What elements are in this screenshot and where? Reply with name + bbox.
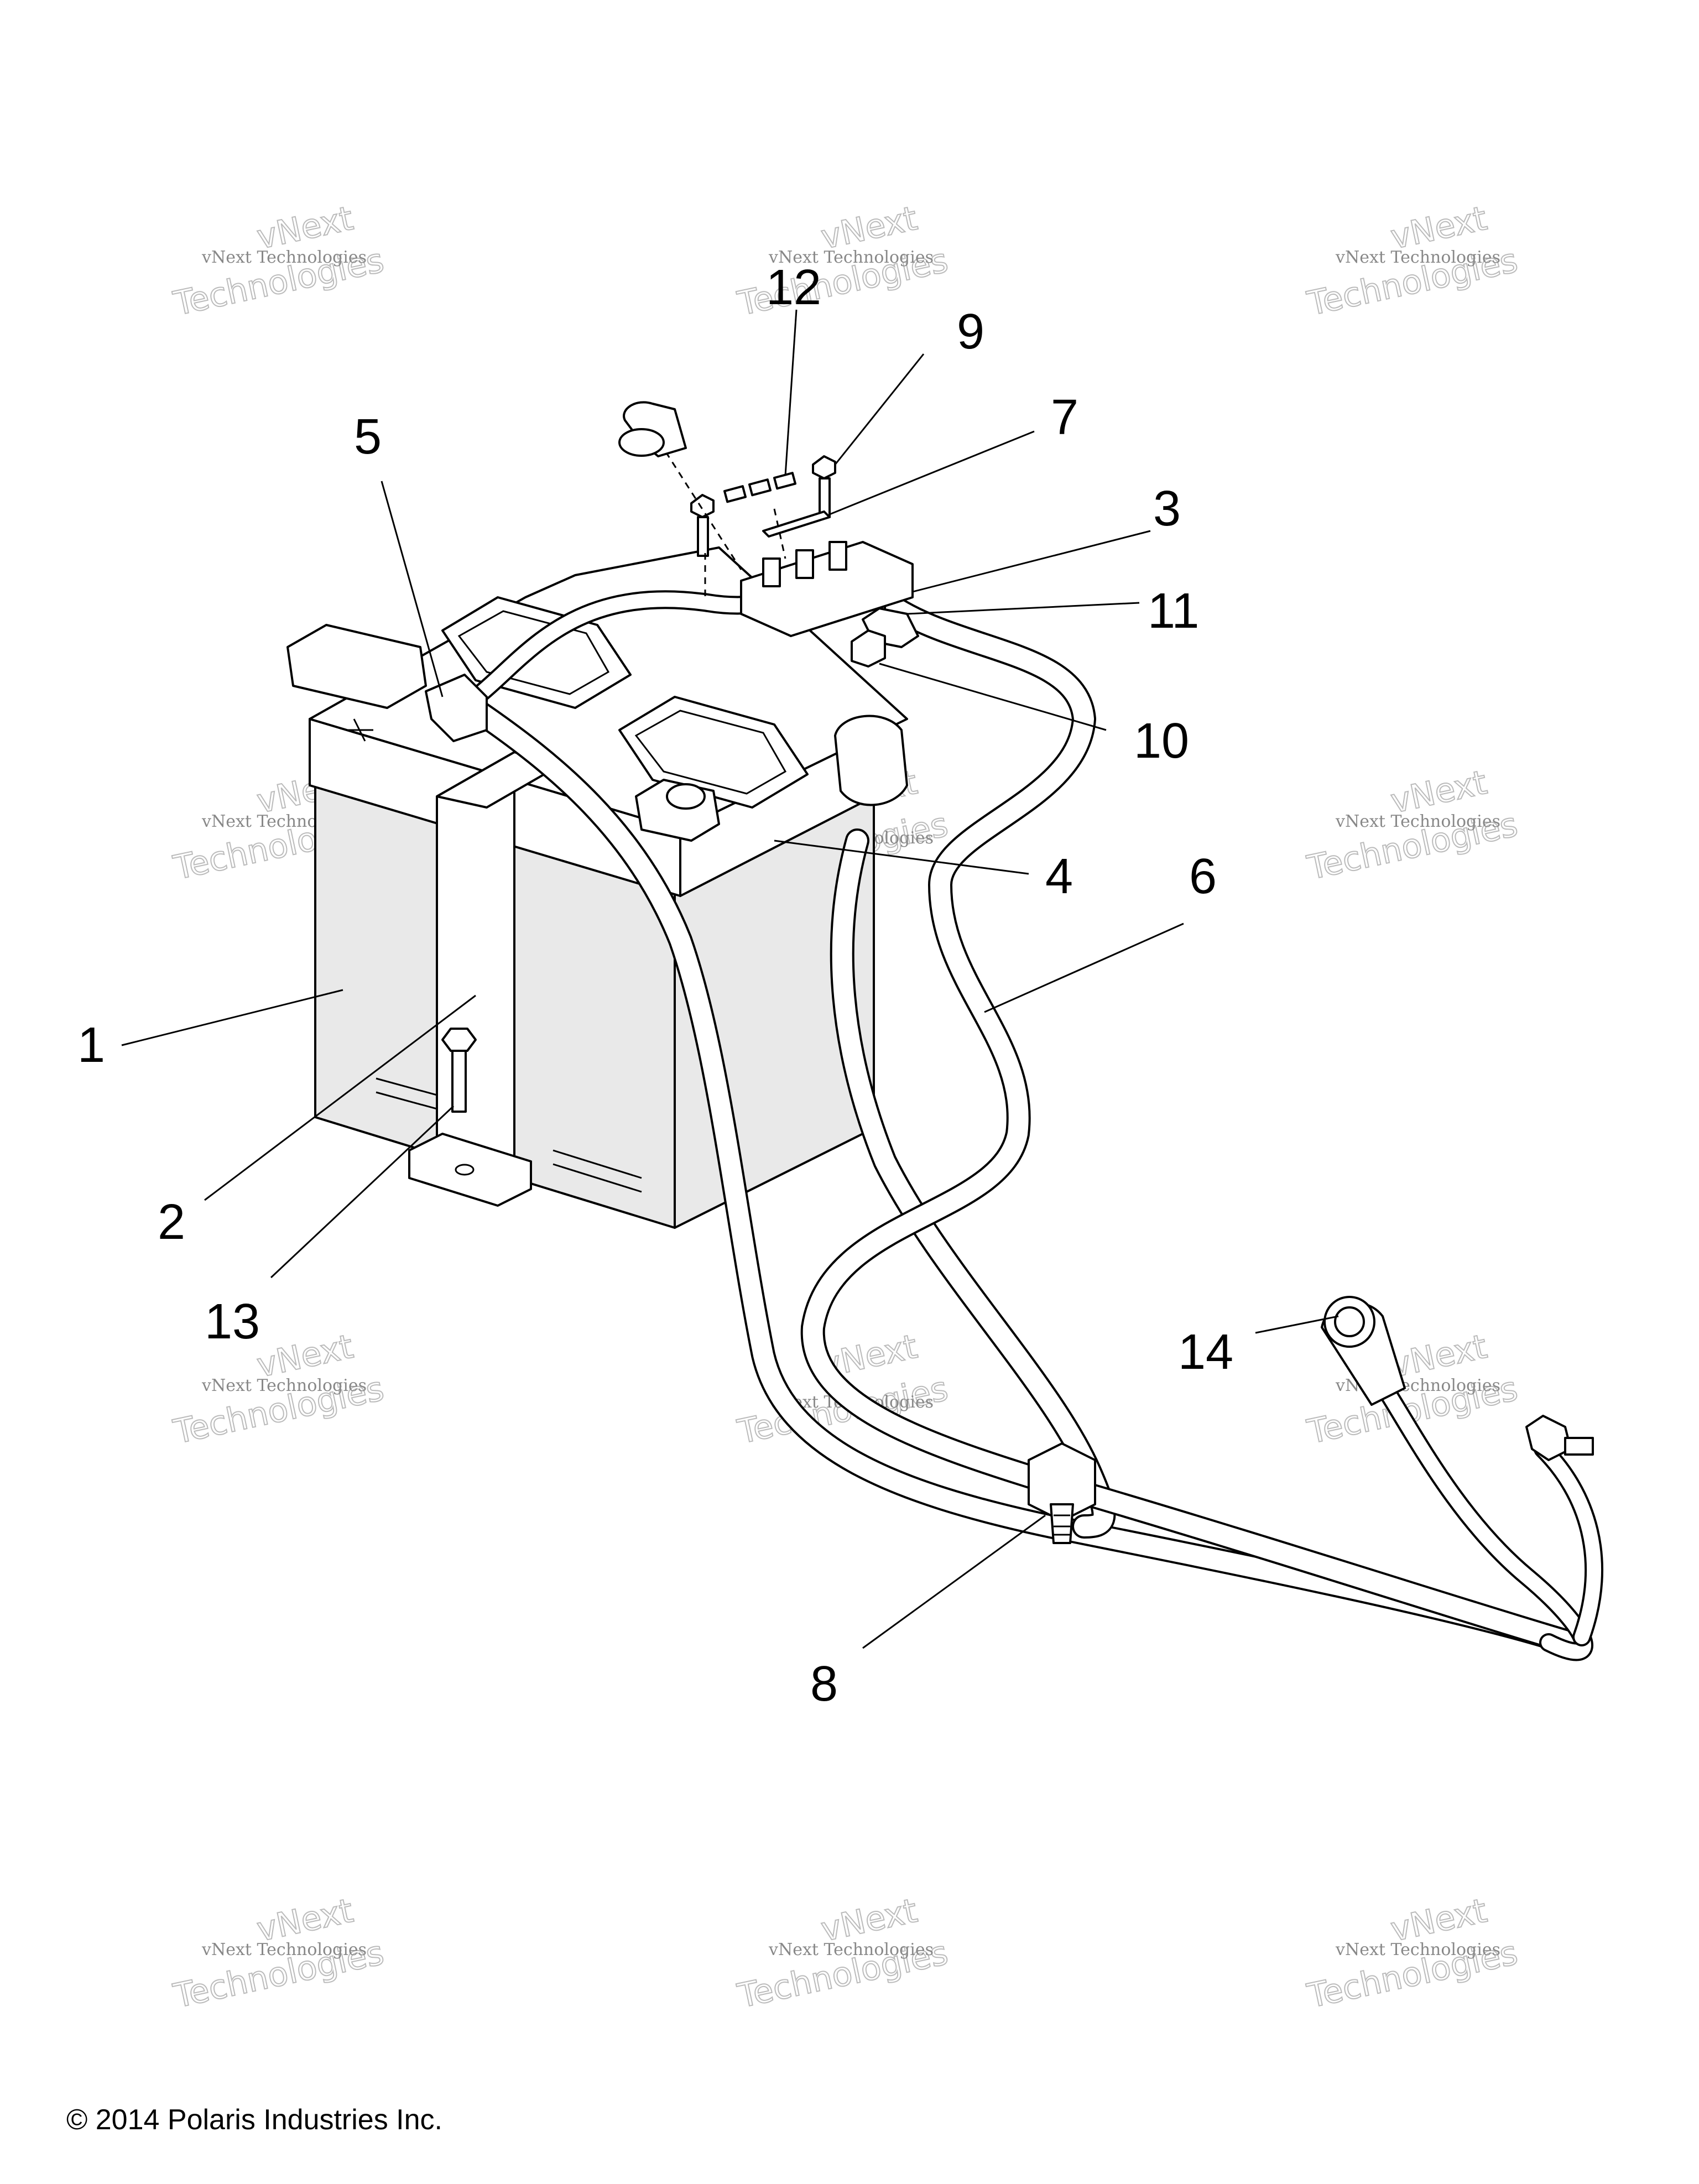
- callout-12: 12: [766, 260, 821, 315]
- callout-10: 10: [1134, 713, 1189, 769]
- watermark-12: Technologies vNext vNext Technologies: [1304, 1891, 1522, 2016]
- callout-3: 3: [1153, 481, 1181, 536]
- cable-clip: [1028, 1442, 1096, 1544]
- callout-5: 5: [354, 409, 382, 465]
- svg-text:vNext Technologies: vNext Technologies: [201, 248, 367, 267]
- callout-6: 6: [1189, 849, 1217, 904]
- watermark-11: Technologies vNext vNext Technologies: [734, 1891, 952, 2016]
- svg-text:vNext Technologies: vNext Technologies: [1335, 248, 1500, 267]
- callout-14: 14: [1178, 1325, 1233, 1380]
- terminal-cover-positive: [286, 624, 427, 709]
- leader-9: [834, 353, 925, 465]
- leader-10: [879, 663, 1107, 731]
- terminal-block: [618, 401, 919, 668]
- leader-1: [121, 989, 343, 1046]
- watermark-10: Technologies vNext vNext Technologies: [170, 1891, 388, 2016]
- watermark-7: Technologies vNext vNext Technologies: [170, 1327, 388, 1452]
- leader-11: [906, 602, 1140, 615]
- callout-11: 11: [1148, 583, 1199, 639]
- hold-down-strap: [408, 751, 560, 1207]
- callout-7: 7: [1051, 390, 1078, 445]
- callout-labels: 1 2 3 4 5 6 7 8 9 10 11 12 13 14: [77, 260, 1233, 1712]
- leader-7: [829, 430, 1035, 515]
- callout-9: 9: [957, 304, 984, 359]
- terminal-cap: [623, 401, 687, 457]
- svg-text:vNext Technologies: vNext Technologies: [1335, 812, 1500, 831]
- fuse-block: [740, 541, 914, 637]
- leader-lines: [121, 309, 1339, 1649]
- ring-terminal: [1321, 1296, 1406, 1406]
- hold-down-bolt: [441, 1028, 477, 1113]
- watermark-1: Technologies vNext vNext Technologies: [170, 199, 388, 324]
- terminal-boot-right: [834, 715, 908, 806]
- strap-foot: [408, 1133, 532, 1207]
- svg-text:vNext Technologies: vNext Technologies: [201, 1940, 367, 1959]
- copyright-notice: © 2014 Polaris Industries Inc.: [66, 2104, 442, 2136]
- leader-3: [912, 530, 1151, 593]
- leader-5: [381, 481, 444, 697]
- leader-12: [784, 309, 798, 476]
- leader-6: [984, 922, 1184, 1013]
- leader-4: [774, 840, 1029, 875]
- svg-text:vNext Technologies: vNext Technologies: [201, 1376, 367, 1395]
- callout-2: 2: [158, 1195, 185, 1250]
- callout-4: 4: [1045, 849, 1073, 904]
- leader-8: [862, 1514, 1046, 1649]
- svg-text:vNext Technologies: vNext Technologies: [768, 1940, 934, 1959]
- svg-text:vNext Technologies: vNext Technologies: [1335, 1940, 1500, 1959]
- battery: [286, 546, 908, 1229]
- right-connector: [1525, 1415, 1594, 1461]
- callout-8: 8: [810, 1656, 838, 1712]
- leader-2: [204, 994, 476, 1201]
- callout-13: 13: [205, 1294, 260, 1349]
- watermark-6: Technologies vNext vNext Technologies: [1304, 763, 1522, 888]
- svg-text:vNext Technologies: vNext Technologies: [768, 248, 934, 267]
- strap-vertical: [436, 751, 515, 1185]
- callout-1: 1: [77, 1018, 105, 1073]
- watermark-3: Technologies vNext vNext Technologies: [1304, 199, 1522, 324]
- leader-14: [1255, 1315, 1339, 1334]
- leader-13: [270, 1105, 455, 1279]
